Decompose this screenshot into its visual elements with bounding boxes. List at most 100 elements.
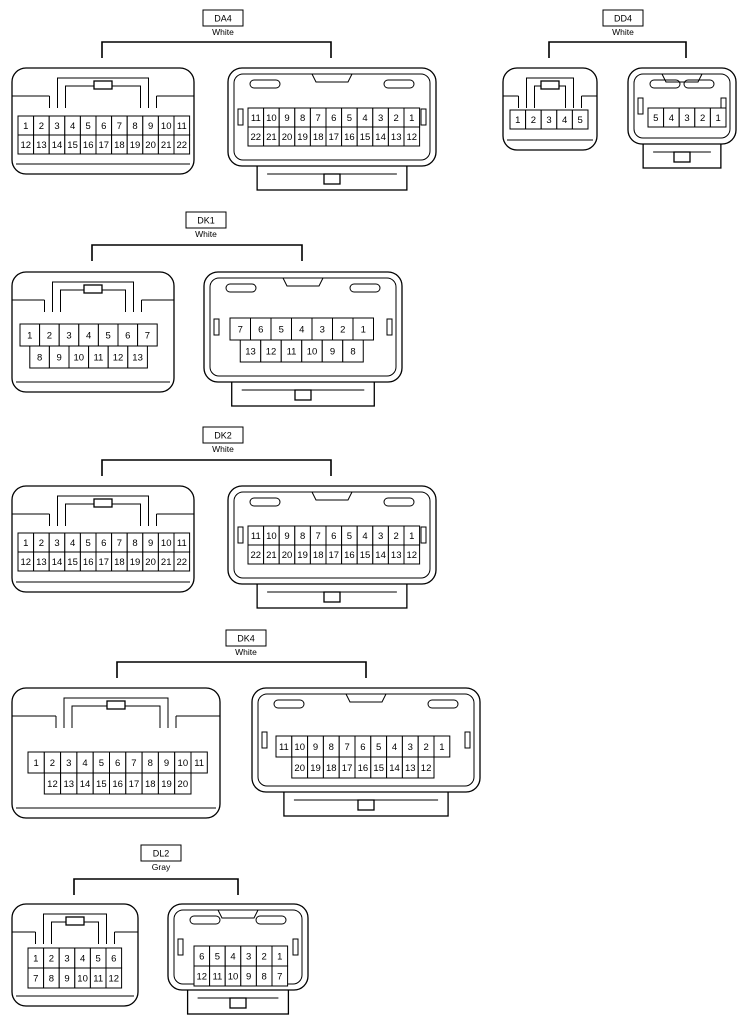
pin-number: 17 <box>129 779 140 790</box>
pin-number: 22 <box>177 140 188 151</box>
pin-number: 11 <box>287 346 297 357</box>
pin-number: 20 <box>294 763 305 774</box>
pin-number: 7 <box>344 742 349 753</box>
pin-number: 3 <box>54 538 59 549</box>
pin-number: 15 <box>360 132 371 143</box>
pin-number: 9 <box>246 971 251 982</box>
top-key <box>311 73 353 83</box>
connector-housing <box>502 67 598 151</box>
pin-number: 2 <box>262 951 267 962</box>
pin-number: 10 <box>228 971 239 982</box>
pin-number: 4 <box>362 113 367 124</box>
pin-number: 3 <box>546 115 551 126</box>
pin-number: 16 <box>344 132 355 143</box>
lock-tab <box>673 151 691 163</box>
pin-number: 15 <box>360 550 371 561</box>
pin-number: 13 <box>36 140 47 151</box>
pin-number: 9 <box>148 538 153 549</box>
side-notch <box>464 731 471 749</box>
latch-tab <box>65 916 85 926</box>
pin-cell <box>174 772 192 795</box>
lock-tab <box>294 389 312 401</box>
pin-number: 6 <box>115 758 120 769</box>
pin-number: 13 <box>63 779 74 790</box>
pin-number: 13 <box>405 763 416 774</box>
pin-number: 9 <box>284 113 289 124</box>
inner-wall <box>233 491 431 579</box>
side-notch <box>261 731 268 749</box>
latch-frame <box>63 697 169 728</box>
guide-slot <box>249 79 281 89</box>
connector-code: DK4 <box>237 634 255 644</box>
pin-number: 19 <box>297 132 308 143</box>
guide-slot <box>225 283 257 293</box>
guide-slot <box>427 699 459 709</box>
pin-number: 2 <box>49 953 54 964</box>
side-notch <box>237 526 244 544</box>
pin-number: 4 <box>70 538 75 549</box>
latch-frame <box>52 281 134 312</box>
side-notch <box>386 318 393 336</box>
pin-number: 14 <box>52 557 63 568</box>
pin-number: 1 <box>23 121 28 132</box>
pin-number: 3 <box>320 324 325 335</box>
pin-cell <box>571 109 589 130</box>
pin-number: 8 <box>132 538 137 549</box>
guide-slot <box>383 497 415 507</box>
latch-frame <box>43 913 107 944</box>
pin-number: 13 <box>245 346 256 357</box>
lock-tab <box>323 591 341 603</box>
pin-number: 16 <box>112 779 123 790</box>
pin-number: 5 <box>99 758 104 769</box>
pin-cell <box>127 345 148 369</box>
pin-number: 9 <box>313 742 318 753</box>
pin-number: 7 <box>131 758 136 769</box>
pin-number: 16 <box>83 557 94 568</box>
pin-number: 20 <box>145 557 156 568</box>
pin-number: 7 <box>33 973 38 984</box>
pin-number: 1 <box>716 113 721 124</box>
connector-color: White <box>195 229 217 239</box>
connector-color: Gray <box>152 862 171 872</box>
pin-cell <box>403 126 421 147</box>
connector-bracket <box>101 41 332 58</box>
pin-number: 4 <box>392 742 397 753</box>
pin-number: 8 <box>132 121 137 132</box>
pin-number: 19 <box>161 779 172 790</box>
pin-number: 15 <box>67 140 78 151</box>
top-key <box>217 909 259 919</box>
pin-number: 10 <box>266 531 277 542</box>
pin-number: 20 <box>282 132 293 143</box>
pin-number: 12 <box>113 352 124 363</box>
pin-cell <box>173 551 191 572</box>
side-notch <box>237 108 244 126</box>
pin-number: 4 <box>86 330 91 341</box>
pin-number: 8 <box>49 973 54 984</box>
pin-number: 5 <box>215 951 220 962</box>
pin-number: 1 <box>34 758 39 769</box>
pin-number: 12 <box>47 779 58 790</box>
pin-cell <box>709 107 727 128</box>
connector-label-box <box>225 629 267 647</box>
pin-number: 5 <box>86 538 91 549</box>
pin-number: 10 <box>161 538 172 549</box>
pin-number: 8 <box>350 346 355 357</box>
latch-tab <box>83 284 103 294</box>
connector-code: DL2 <box>153 849 170 859</box>
latch-tab <box>93 498 113 508</box>
latch-tab <box>540 80 560 90</box>
pin-number: 11 <box>251 113 261 124</box>
pin-number: 14 <box>80 779 91 790</box>
pin-number: 12 <box>266 346 277 357</box>
pin-number: 1 <box>409 113 414 124</box>
pin-number: 13 <box>391 550 402 561</box>
connector-bracket <box>73 878 239 895</box>
connector-bracket <box>116 661 367 678</box>
pin-number: 8 <box>148 758 153 769</box>
guide-slot <box>383 79 415 89</box>
pin-number: 5 <box>347 113 352 124</box>
